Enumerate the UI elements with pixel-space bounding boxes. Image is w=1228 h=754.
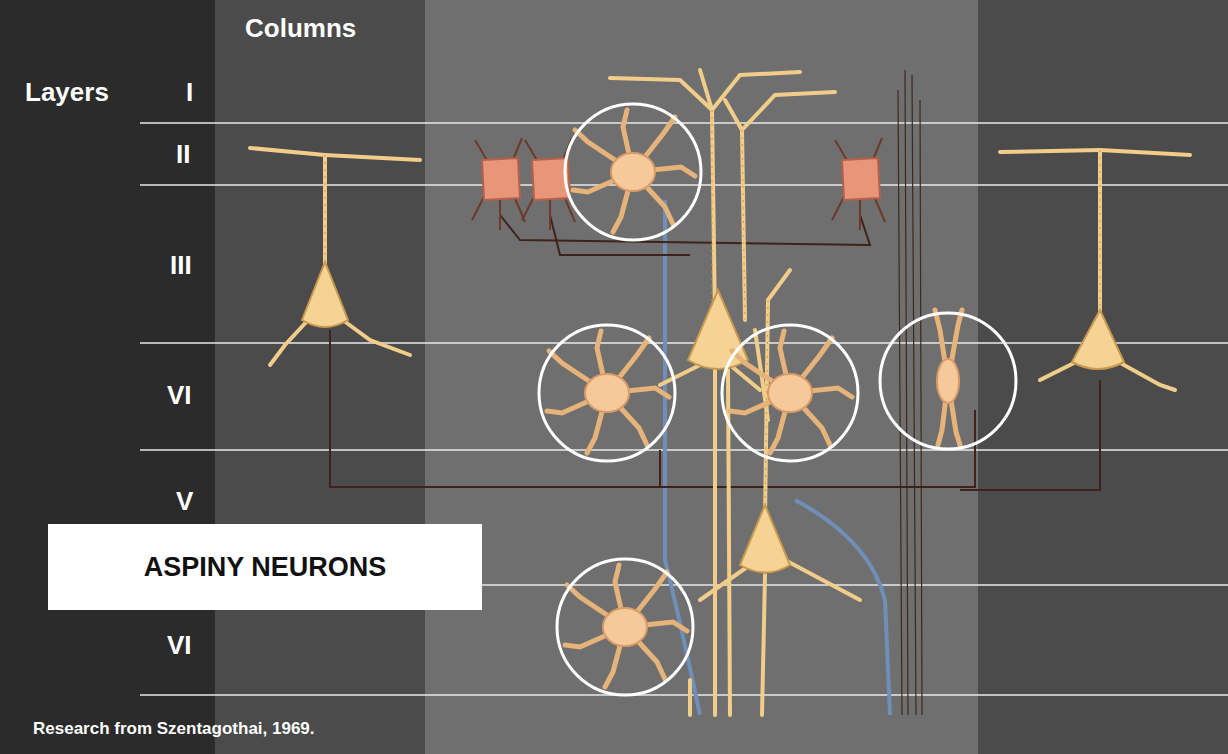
layer-label: II xyxy=(176,139,190,170)
box-title: ASPINY NEURONS xyxy=(144,552,387,583)
source-caption: Research from Szentagothai, 1969. xyxy=(33,719,315,739)
highlight-box: ASPINY NEURONS xyxy=(48,524,482,610)
column-heading: Columns xyxy=(245,13,356,44)
layer-label: III xyxy=(170,250,192,281)
layer-heading: Layers xyxy=(25,77,109,108)
layer-label: I xyxy=(186,77,193,108)
layer-label: VI xyxy=(167,380,192,411)
layer-label: V xyxy=(176,486,193,517)
layer-label: VI xyxy=(167,630,192,661)
